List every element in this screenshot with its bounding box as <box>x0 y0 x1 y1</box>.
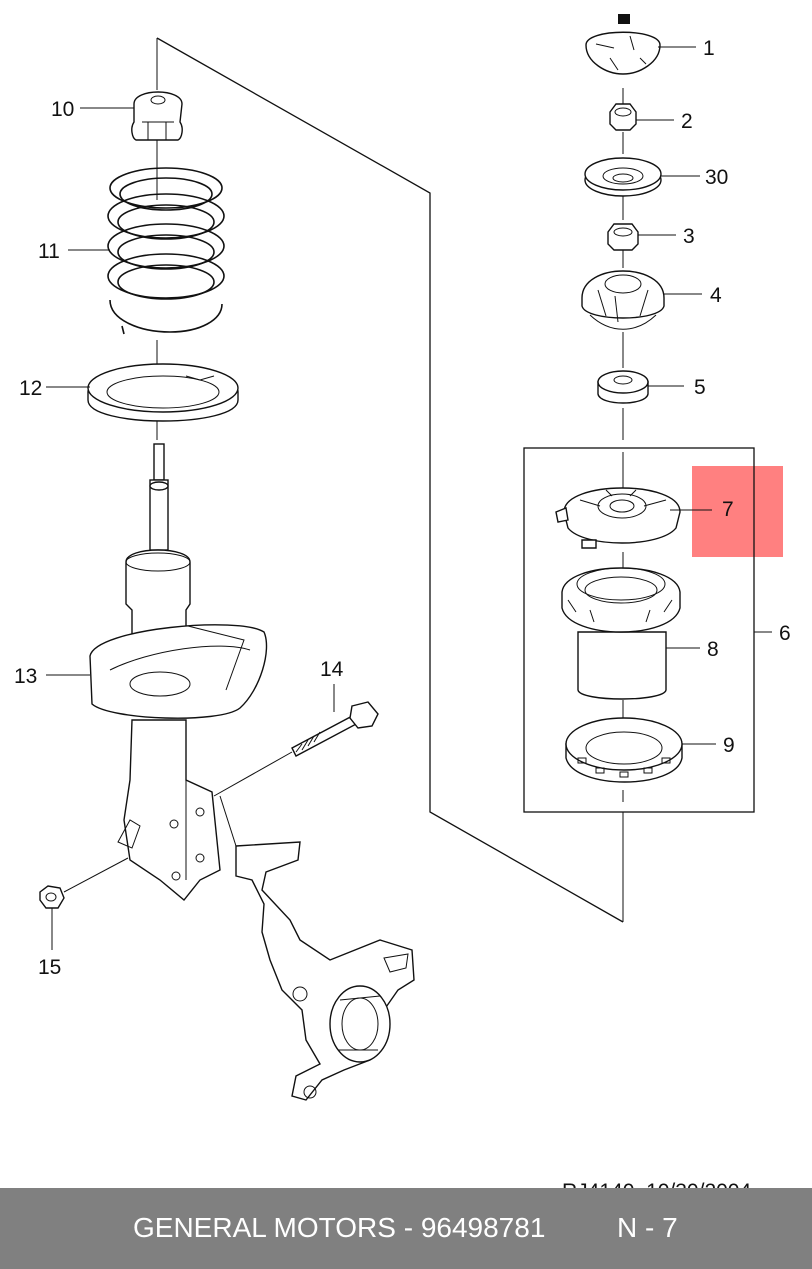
callout-7[interactable]: 7 <box>722 498 734 521</box>
part-2-nut[interactable] <box>609 103 637 131</box>
footer-page: N - 7 <box>617 1212 678 1243</box>
assembly-outline <box>156 37 624 923</box>
suspension-exploded-diagram: 1 2 30 3 4 5 6 7 8 9 10 11 12 13 14 15 <box>14 14 791 1101</box>
part-12-seat[interactable] <box>87 363 239 422</box>
footer-bar: GENERAL MOTORS - 96498781 N - 7 <box>0 1188 812 1269</box>
callout-11[interactable]: 11 <box>38 240 60 263</box>
callout-5[interactable]: 5 <box>694 376 706 399</box>
bolt-axis-14 <box>213 751 293 797</box>
part-9-ring[interactable] <box>565 717 683 783</box>
strut-bracket[interactable] <box>117 719 221 901</box>
part-4-mount[interactable] <box>581 270 665 330</box>
part-7-bearing[interactable] <box>555 487 681 549</box>
callout-6[interactable]: 6 <box>779 622 791 645</box>
callout-30[interactable]: 30 <box>705 166 728 189</box>
part-5-bushing[interactable] <box>597 370 649 404</box>
callout-8[interactable]: 8 <box>707 638 719 661</box>
callout-1[interactable]: 1 <box>703 37 715 60</box>
part-3-nut[interactable] <box>607 223 639 251</box>
callout-14[interactable]: 14 <box>320 658 344 681</box>
part-11-spring[interactable] <box>107 167 225 335</box>
part-10-bumper[interactable] <box>131 91 183 141</box>
callout-4[interactable]: 4 <box>710 284 722 307</box>
part-8-boot[interactable] <box>561 567 681 700</box>
footer-brand-part: GENERAL MOTORS - 96498781 <box>133 1212 546 1243</box>
callout-9[interactable]: 9 <box>723 734 735 757</box>
steering-knuckle[interactable] <box>219 795 415 1101</box>
nut-axis-15 <box>63 857 129 893</box>
leader-lines <box>46 46 772 745</box>
part-30-seat[interactable] <box>584 157 662 197</box>
callout-2[interactable]: 2 <box>681 110 693 133</box>
callout-10[interactable]: 10 <box>51 98 74 121</box>
group-box-6 <box>523 447 755 813</box>
highlight-box-7[interactable] <box>692 466 783 557</box>
part-14-bolt[interactable] <box>291 701 379 757</box>
part-15-nut[interactable] <box>39 885 65 909</box>
callout-3[interactable]: 3 <box>683 225 695 248</box>
callout-12[interactable]: 12 <box>19 377 42 400</box>
part-1-cap[interactable] <box>585 14 661 75</box>
part-13-seat[interactable] <box>89 624 268 719</box>
callout-13[interactable]: 13 <box>14 665 37 688</box>
callout-15[interactable]: 15 <box>38 956 61 979</box>
